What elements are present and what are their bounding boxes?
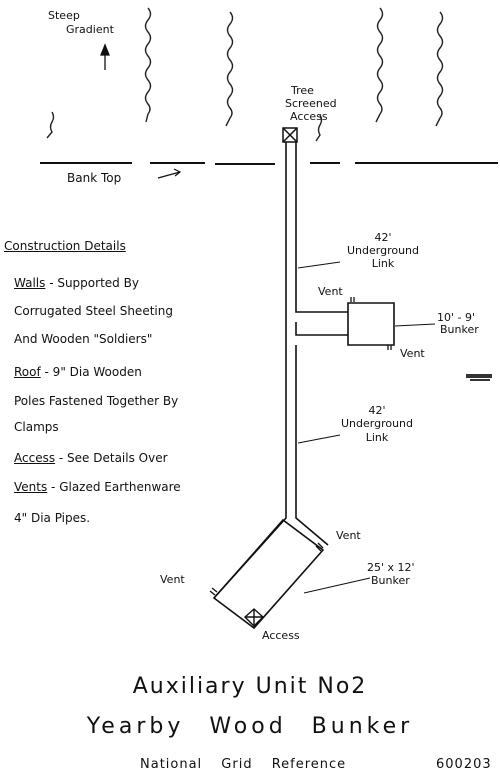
construction-text: - Supported By: [45, 276, 139, 290]
small-bunker-vent-top: Vent: [318, 285, 343, 298]
construction-text: Corrugated Steel Sheeting: [14, 304, 173, 318]
construction-heading: Construction Details: [4, 239, 126, 253]
construction-text: - Glazed Earthenware: [47, 480, 181, 494]
leader-arrows: [297, 261, 436, 594]
tree-access-line1: Tree: [291, 84, 314, 97]
tree-scribble-2: [225, 11, 234, 127]
large-bunker-word: Bunker: [371, 574, 410, 587]
lower-link-word: Link: [365, 431, 389, 444]
bank-top-label: Bank Top: [67, 171, 122, 185]
steep-label-line1: Steep: [48, 9, 80, 22]
construction-line: Roof - 9" Dia Wooden: [14, 366, 142, 378]
steep-label-line2: Gradient: [66, 23, 114, 36]
bottom-access-hatch-icon: [243, 608, 265, 627]
construction-line: Corrugated Steel Sheeting: [14, 305, 173, 317]
construction-key: Roof: [14, 365, 41, 379]
gradient-arrow-icon: [100, 43, 110, 70]
construction-text: - 9" Dia Wooden: [40, 365, 142, 379]
construction-key: Vents: [14, 480, 48, 494]
construction-line: Access - See Details Over: [14, 452, 168, 464]
bank-top-line: [40, 162, 498, 165]
small-bunker-vent-bottom: Vent: [400, 347, 425, 360]
tree-scribble-6: [315, 114, 323, 142]
large-bunker-access: Access: [262, 629, 300, 642]
tree-scribbles: [46, 7, 444, 142]
tree-scribble-3: [375, 7, 384, 123]
construction-text: 4" Dia Pipes.: [14, 511, 91, 525]
lower-link-length: 42': [368, 404, 386, 417]
bank-top-pointer: [157, 168, 182, 179]
construction-line: And Wooden "Soldiers": [14, 333, 152, 345]
large-bunker-size: 25' x 12': [367, 561, 415, 574]
construction-line: Clamps: [14, 421, 59, 433]
construction-line: Walls - Supported By: [14, 277, 139, 289]
construction-text: And Wooden "Soldiers": [14, 332, 153, 346]
construction-key: Access: [14, 451, 56, 465]
construction-line: 4" Dia Pipes.: [14, 512, 90, 524]
tree-scribble-1: [144, 7, 152, 123]
construction-text: - See Details Over: [55, 451, 168, 465]
small-bunker-word: Bunker: [440, 323, 479, 336]
underground-tunnel: [212, 142, 395, 630]
title-bunker: Yearby Wood Bunker: [86, 714, 414, 739]
small-bunker-size: 10' - 9': [437, 311, 476, 324]
upper-link-length: 42': [374, 231, 392, 244]
construction-line: Poles Fastened Together By: [14, 395, 178, 407]
construction-line: Vents - Glazed Earthenware: [14, 481, 181, 493]
tree-access-line3: Access: [290, 110, 328, 123]
tree-scribble-5: [46, 111, 55, 139]
tree-access-line2: Screened: [285, 97, 337, 110]
scan-smudge: [466, 374, 492, 381]
grid-reference-value: 600203: [436, 757, 492, 772]
lower-link-type: Underground: [340, 417, 414, 430]
construction-key: Walls: [14, 276, 46, 290]
construction-text: Poles Fastened Together By: [14, 394, 179, 408]
vent-marks: [209, 297, 392, 596]
grid-reference-label: National Grid Reference: [140, 757, 347, 772]
upper-link-type: Underground: [346, 244, 420, 257]
large-bunker-vent-left: Vent: [160, 573, 185, 586]
large-bunker-vent-right: Vent: [336, 529, 361, 542]
tree-scribble-4: [435, 11, 444, 127]
upper-link-word: Link: [371, 257, 395, 270]
top-access-hatch-icon: [282, 127, 298, 143]
construction-text: Clamps: [14, 420, 59, 434]
title-unit: Auxiliary Unit No2: [132, 674, 368, 699]
